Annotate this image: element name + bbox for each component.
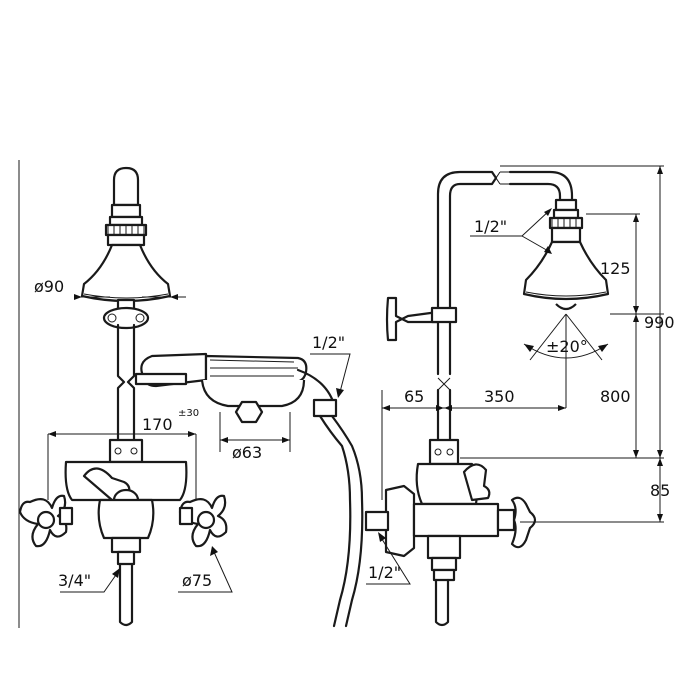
hand-shower-assembly xyxy=(134,352,364,628)
top-cap xyxy=(112,166,140,207)
cap-ring-1 xyxy=(108,215,144,227)
label-riser-connection: 1/2" xyxy=(474,217,507,236)
label-mixer-height: 85 xyxy=(650,481,670,500)
label-total-height: 990 xyxy=(644,313,675,332)
hose-right xyxy=(434,578,450,627)
wall-flange xyxy=(384,484,416,558)
shower-head-right xyxy=(522,240,610,301)
riser-union-right xyxy=(428,438,460,466)
label-spout-width: 170 xyxy=(142,415,173,434)
valve-body-right xyxy=(412,502,500,538)
hose-coil xyxy=(318,414,364,628)
hose-nut-upper xyxy=(312,398,338,418)
cap-ring-3 xyxy=(106,233,146,247)
mixer-lower-body xyxy=(97,498,155,540)
right-side-view xyxy=(364,170,610,627)
left-front-view xyxy=(18,166,228,627)
cap-nut xyxy=(110,203,142,219)
diverter-side xyxy=(462,463,491,502)
label-tilt-angle: ±20° xyxy=(546,337,588,356)
wall-bracket-left xyxy=(102,306,150,330)
label-showerhead-diameter: ø90 xyxy=(34,277,64,296)
inlet-nut xyxy=(110,536,142,554)
dimensions-right xyxy=(366,165,664,585)
label-inlet-connection: 1/2" xyxy=(368,563,401,582)
label-hose-connection: 1/2" xyxy=(312,333,345,352)
label-arm-reach: 350 xyxy=(484,387,515,406)
label-spout-tolerance: ±30 xyxy=(178,408,199,419)
label-supply-inlet: 3/4" xyxy=(58,571,91,590)
wall-bracket-right xyxy=(385,296,440,342)
shower-head-left xyxy=(80,243,172,303)
inlet-pipe xyxy=(116,550,136,566)
label-arm-height: 125 xyxy=(600,259,631,278)
label-riser-height: 800 xyxy=(600,387,631,406)
riser-left xyxy=(116,323,136,442)
dimensions-left xyxy=(47,294,351,593)
label-handle-diameter: ø75 xyxy=(182,571,212,590)
label-holder-diameter: ø63 xyxy=(232,443,262,462)
inlet-hose xyxy=(118,562,134,627)
label-wall-offset: 65 xyxy=(404,387,424,406)
